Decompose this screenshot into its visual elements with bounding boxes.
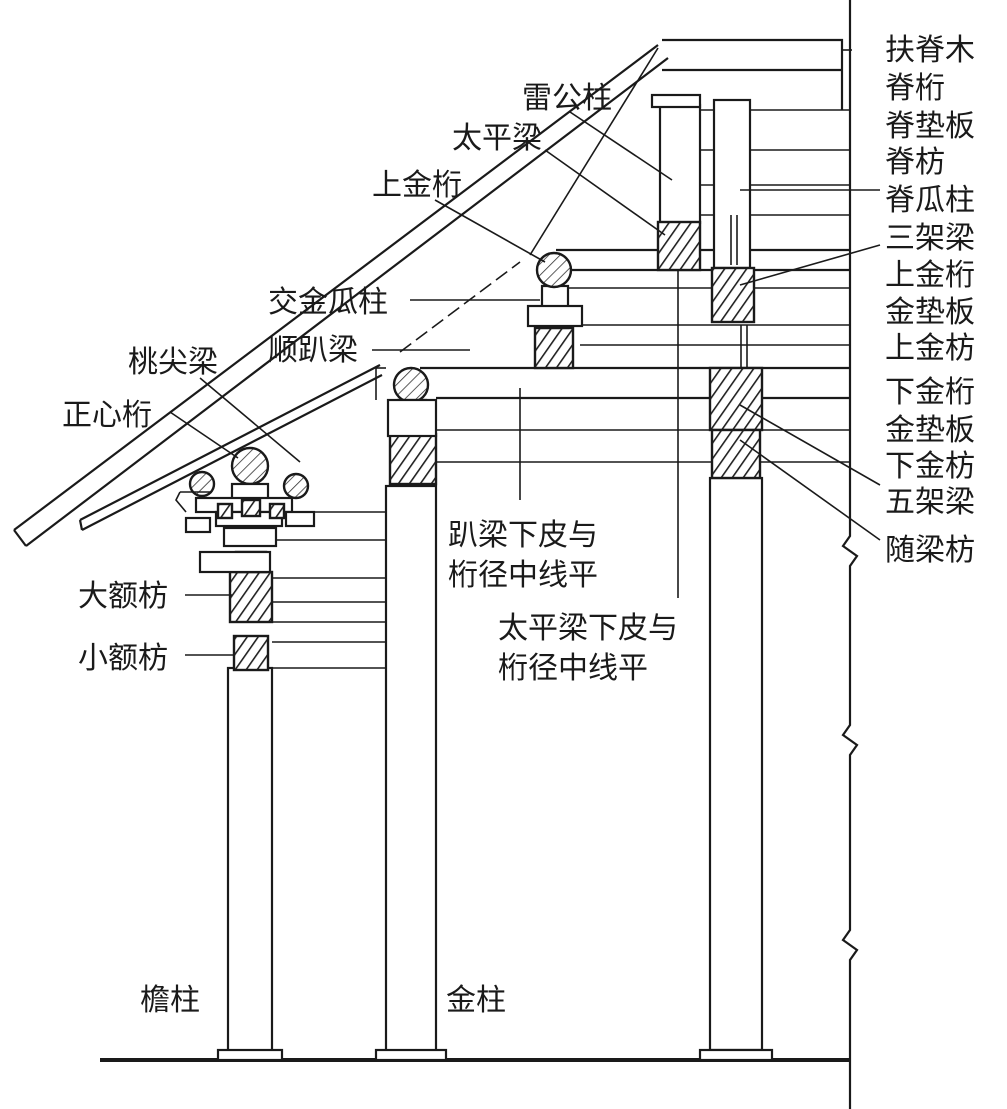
label-jin-dian-ban-upper: 金垫板: [885, 295, 975, 330]
label-shang-jin-heng-left: 上金桁: [372, 168, 462, 203]
thunder-post: [650, 93, 702, 225]
cross-melon-post: [526, 284, 584, 330]
label-tiao-jian-liang: 桃尖梁: [128, 345, 218, 380]
label-shang-jin-heng-right: 上金桁: [885, 258, 975, 293]
label-yan-zhu: 檐柱: [140, 983, 200, 1018]
label-ji-heng: 脊桁: [885, 71, 945, 106]
eave-column: [216, 666, 284, 1062]
inner-column: [698, 476, 774, 1062]
label-jin-dian-ban-lower: 金垫板: [885, 413, 975, 448]
note-tai-ping-line1: 太平梁下皮与: [498, 611, 678, 646]
label-shang-jin-fang: 上金枋: [885, 331, 975, 366]
right-labels: 扶脊木 脊桁 脊垫板 脊枋 脊瓜柱 三架梁 上金桁 金垫板 上金枋 下金桁 金垫…: [885, 33, 975, 568]
rafters: [13, 44, 669, 547]
label-ji-fang: 脊枋: [885, 145, 945, 180]
beam-sections: [228, 220, 764, 672]
ridge-melon-post: [712, 98, 752, 368]
notes: 趴梁下皮与 桁径中线平 太平梁下皮与 桁径中线平: [448, 518, 678, 686]
note-tai-ping-line2: 桁径中线平: [498, 651, 648, 686]
purlins: [188, 251, 573, 500]
label-ji-gua-zhu: 脊瓜柱: [885, 183, 975, 218]
label-shun-pa-liang: 顺趴梁: [268, 333, 358, 368]
left-labels: 雷公柱 太平梁 上金桁 交金瓜柱 顺趴梁 桃尖梁 正心桁 大额枋 小额枋 檐柱 …: [62, 81, 612, 1018]
label-xiao-e-fang: 小额枋: [78, 641, 168, 676]
label-tai-ping-liang: 太平梁: [452, 121, 542, 156]
gold-column: [374, 484, 448, 1062]
section-break-line: [841, 0, 859, 1109]
label-da-e-fang: 大额枋: [78, 579, 168, 614]
label-fu-ji-mu: 扶脊木: [885, 33, 975, 68]
label-wu-jia-liang: 五架梁: [885, 485, 975, 520]
label-sui-liang-fang: 随梁枋: [885, 533, 975, 568]
label-jiao-jin-gua-zhu: 交金瓜柱: [268, 285, 388, 320]
label-jin-zhu: 金柱: [446, 983, 506, 1018]
note-pa-liang-line1: 趴梁下皮与: [448, 518, 598, 553]
bracket-set: [175, 482, 316, 574]
label-xia-jin-fang: 下金枋: [885, 449, 975, 484]
label-zheng-xin-heng: 正心桁: [62, 398, 152, 433]
label-lei-gong-zhu: 雷公柱: [522, 81, 612, 116]
label-ji-dian-ban: 脊垫板: [885, 109, 975, 144]
lower-purlin-support: [375, 367, 438, 438]
leader-lines: [169, 49, 881, 656]
label-xia-jin-heng: 下金桁: [885, 375, 975, 410]
label-san-jia-liang: 三架梁: [885, 221, 975, 256]
note-pa-liang-line2: 桁径中线平: [448, 558, 598, 593]
